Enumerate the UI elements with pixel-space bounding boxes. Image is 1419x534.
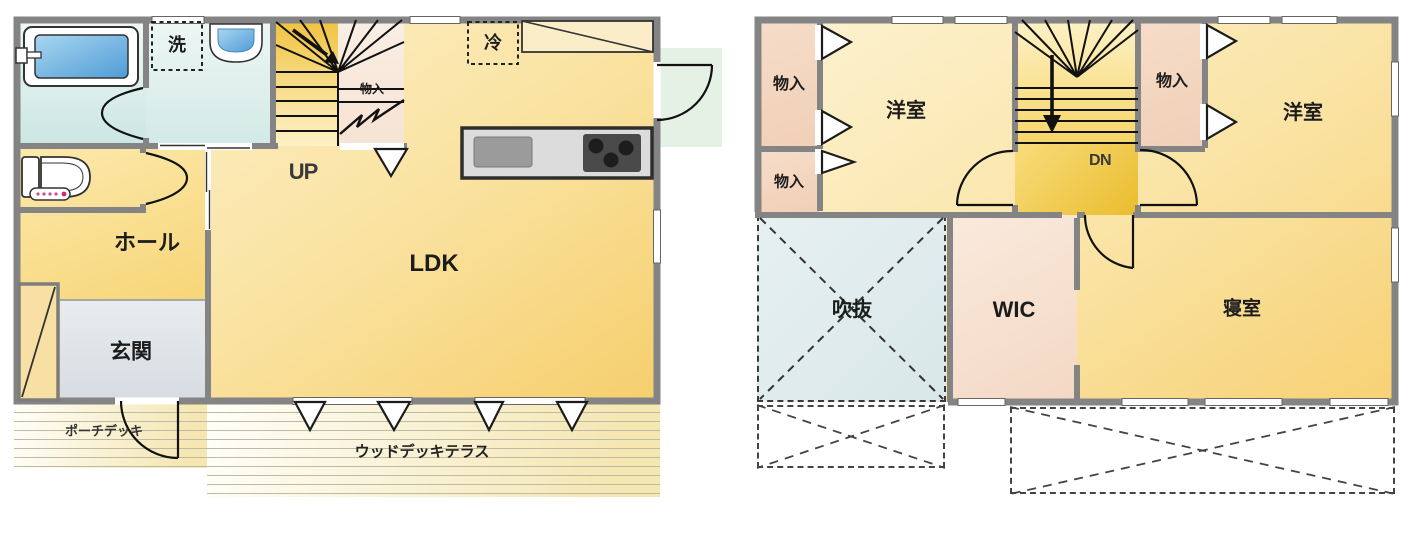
label-refrigerator: 冷 (484, 33, 502, 53)
label-bedroom: 寝室 (1222, 298, 1262, 320)
label-void-atrium: 吹抜 (832, 299, 872, 321)
door-arcs (100, 63, 1199, 460)
inner-walls (14, 17, 1398, 402)
closet-openings (340, 24, 1209, 174)
windows (151, 16, 1399, 406)
label-stair-storage: 物入 (359, 82, 385, 96)
stairs-up-icon (275, 19, 405, 146)
label-washer: 洗 (168, 35, 186, 55)
western-left-door-arc (955, 149, 1014, 207)
stairs-2f (1015, 20, 1138, 143)
label-storage-upper-left: 物入 (772, 76, 806, 93)
void-x-icon (759, 217, 944, 400)
roof-x-icon (756, 404, 1396, 495)
shoe-cabinet-icon (17, 282, 60, 402)
label-ldk: LDK (409, 250, 459, 277)
toilet-icon (21, 156, 91, 201)
room-storage-right (1140, 20, 1205, 148)
kitchen-counter-icon (460, 126, 654, 180)
label-down: DN (1088, 152, 1112, 169)
door-openings (115, 62, 661, 405)
label-hall: ホール (113, 230, 181, 255)
down-arrow (1043, 55, 1061, 133)
bath-door-wedge (100, 86, 144, 141)
room-storage-upper-left (758, 20, 820, 149)
label-porch-deck: ポーチデッキ (64, 423, 144, 439)
room-walk-in-closet (952, 215, 1077, 402)
wood-deck-terrace (207, 404, 660, 497)
label-western-room-left: 洋室 (886, 100, 926, 122)
sliding-doors (160, 144, 250, 229)
room-entrance (60, 300, 208, 401)
label-wood-deck: ウッドデッキテラス (354, 443, 490, 461)
label-storage-lower-left: 物入 (773, 173, 805, 191)
roof-outline-right (1010, 407, 1395, 494)
label-storage-right: 物入 (1155, 73, 1189, 90)
washbasin-icon (209, 23, 263, 63)
roof-outline-left (757, 405, 945, 468)
washer-space-icon (151, 21, 203, 71)
up-arrow (291, 28, 339, 64)
room-storage-lower-left (758, 152, 820, 212)
label-up: UP (288, 159, 319, 184)
label-wic: WIC (992, 297, 1036, 322)
label-western-room-right: 洋室 (1283, 102, 1323, 124)
kitchen-back-door-arc (656, 63, 714, 122)
refrigerator-space-icon (467, 21, 519, 65)
toilet-door-wedge (145, 151, 189, 206)
pantry-counter-icon (521, 20, 654, 53)
door-shade (658, 48, 722, 147)
western-right-door-arc (1139, 148, 1199, 207)
stair-landing-2f (1015, 143, 1138, 215)
stairs-down-icon (1014, 19, 1139, 144)
bedroom-door-arc (1083, 214, 1135, 270)
bathtub-icon (15, 26, 139, 87)
label-entrance: 玄関 (110, 340, 152, 364)
folding-door-icons (293, 23, 1239, 433)
entrance-door-arc (119, 400, 180, 460)
